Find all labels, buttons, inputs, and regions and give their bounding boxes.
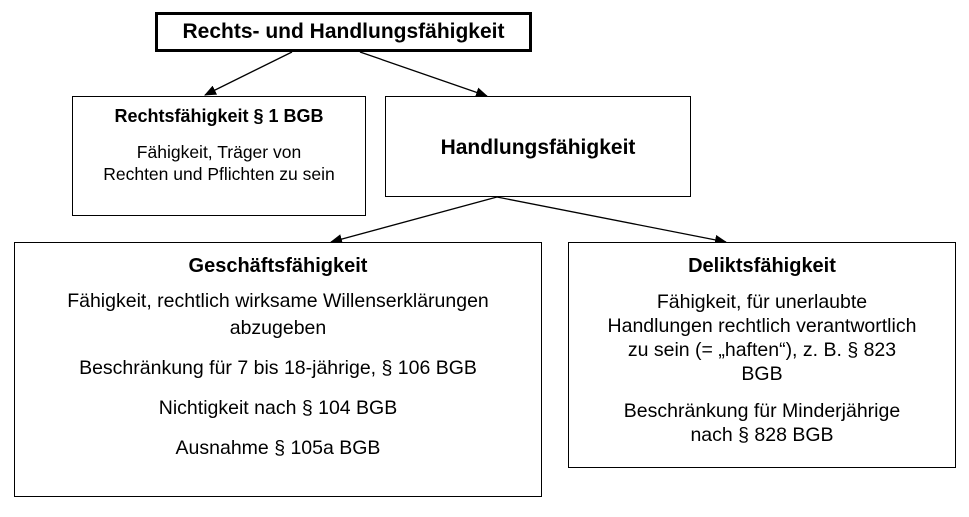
root-node: Rechts- und Handlungsfähigkeit bbox=[155, 12, 532, 52]
handlungsfaehigkeit-node: Handlungsfähigkeit bbox=[385, 96, 691, 197]
rechtsfaehigkeit-description: Fähigkeit, Träger von Rechten und Pflich… bbox=[73, 141, 365, 185]
geschaeftsfaehigkeit-line: Fähigkeit, rechtlich wirksame Willenserk… bbox=[67, 290, 489, 312]
deliktsfaehigkeit-line: zu sein (= „haften“), z. B. § 823 bbox=[627, 339, 897, 361]
geschaeftsfaehigkeit-node: Geschäftsfähigkeit Fähigkeit, rechtlich … bbox=[14, 242, 542, 497]
deliktsfaehigkeit-line: Beschränkung für Minderjährige bbox=[623, 400, 901, 422]
deliktsfaehigkeit-line: Handlungen rechtlich verantwortlich bbox=[607, 315, 917, 337]
root-title: Rechts- und Handlungsfähigkeit bbox=[182, 20, 505, 43]
deliktsfaehigkeit-node: Deliktsfähigkeit Fähigkeit, für unerlaub… bbox=[568, 242, 956, 468]
rechtsfaehigkeit-node: Rechtsfähigkeit § 1 BGB Fähigkeit, Träge… bbox=[72, 96, 366, 216]
geschaeftsfaehigkeit-line: Beschränkung für 7 bis 18-jährige, § 106… bbox=[79, 357, 477, 379]
deliktsfaehigkeit-line: BGB bbox=[741, 363, 783, 385]
deliktsfaehigkeit-definition: Fähigkeit, für unerlaubte Handlungen rec… bbox=[569, 290, 955, 386]
geschaeftsfaehigkeit-line: abzugeben bbox=[229, 317, 327, 339]
geschaeftsfaehigkeit-line: Ausnahme § 105a BGB bbox=[175, 437, 381, 459]
rechtsfaehigkeit-desc-line: Rechten und Pflichten zu sein bbox=[103, 164, 335, 184]
rechtsfaehigkeit-desc-line: Fähigkeit, Träger von bbox=[136, 142, 302, 162]
arrow-root-to-handlungsfaehigkeit bbox=[359, 51, 488, 98]
deliktsfaehigkeit-title: Deliktsfähigkeit bbox=[688, 255, 836, 277]
geschaeftsfaehigkeit-title: Geschäftsfähigkeit bbox=[188, 255, 368, 277]
deliktsfaehigkeit-line: Fähigkeit, für unerlaubte bbox=[656, 291, 868, 313]
geschaeftsfaehigkeit-definition: Fähigkeit, rechtlich wirksame Willenserk… bbox=[15, 288, 541, 342]
arrow-handlungsfaehigkeit-to-geschaeftsfaehigkeit bbox=[330, 196, 498, 244]
geschaeftsfaehigkeit-line: Nichtigkeit nach § 104 BGB bbox=[158, 397, 398, 419]
rechtsfaehigkeit-title: Rechtsfähigkeit § 1 BGB bbox=[114, 106, 324, 126]
deliktsfaehigkeit-restriction: Beschränkung für Minderjährige nach § 82… bbox=[569, 399, 955, 447]
handlungsfaehigkeit-title: Handlungsfähigkeit bbox=[440, 136, 636, 159]
deliktsfaehigkeit-line: nach § 828 BGB bbox=[690, 424, 834, 446]
arrow-root-to-rechtsfaehigkeit bbox=[204, 51, 293, 96]
arrow-handlungsfaehigkeit-to-deliktsfaehigkeit bbox=[496, 196, 727, 245]
